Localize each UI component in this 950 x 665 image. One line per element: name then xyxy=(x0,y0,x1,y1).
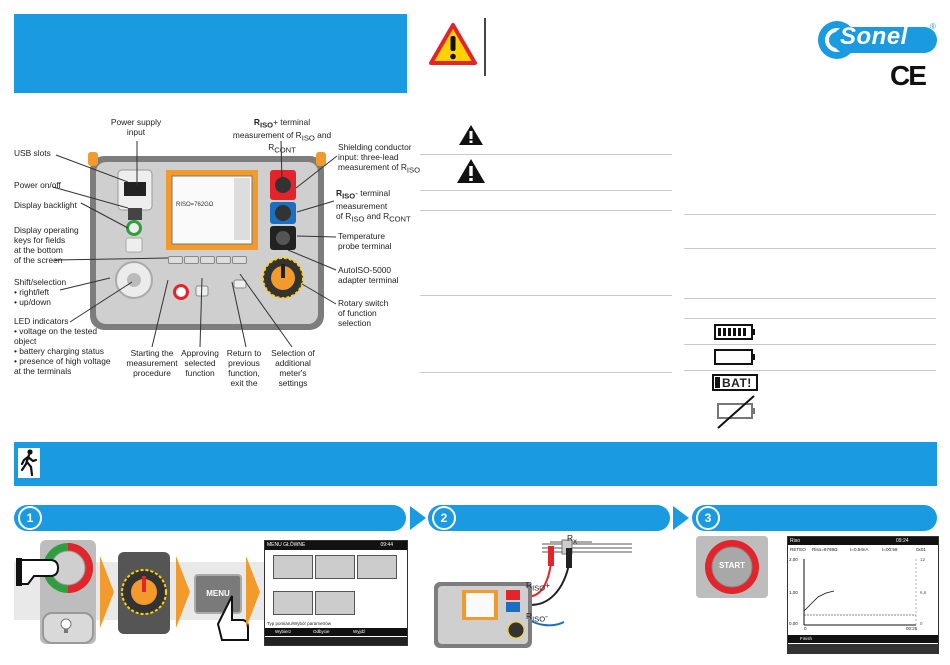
battery-full-icon xyxy=(714,324,755,340)
battery-empty-icon xyxy=(714,349,755,365)
soft-key[interactable] xyxy=(168,256,183,264)
graph-plot xyxy=(803,559,917,626)
meter-body xyxy=(88,152,326,330)
step-2-number: 2 xyxy=(432,506,456,530)
connection-diagram xyxy=(434,539,632,648)
step-1-header xyxy=(14,505,406,531)
divider xyxy=(684,318,936,319)
sonel-logo xyxy=(818,21,937,59)
pointing-hand-icon xyxy=(16,558,60,586)
step-arrow xyxy=(673,506,689,530)
menu-icon-insulation[interactable] xyxy=(273,555,313,579)
warning-icon xyxy=(429,23,477,65)
label-usb: USB slots xyxy=(14,148,51,158)
backlight-button[interactable] xyxy=(42,612,94,644)
menu-button-label: MENU xyxy=(206,589,230,598)
divider xyxy=(684,248,936,249)
lightbulb-icon xyxy=(60,618,72,633)
divider xyxy=(684,344,936,345)
label-riso-minus: RISO- terminal measurement of RISO and R… xyxy=(336,188,411,224)
graph-titlebar: Riso 09:24 xyxy=(788,537,938,545)
menu-button[interactable]: MENU xyxy=(194,574,242,614)
divider xyxy=(420,372,672,373)
registered-mark: ® xyxy=(930,22,936,31)
label-power-onoff: Power on/off xyxy=(14,180,61,190)
divider xyxy=(420,190,672,191)
menu-icon-memory[interactable] xyxy=(357,555,397,579)
main-menu-screen: MENU GŁÓWNE 09:44 Typ pomiaru/Wybór para… xyxy=(264,540,408,646)
step-2-header xyxy=(428,505,670,531)
divider xyxy=(684,298,936,299)
menu-icon-transfer[interactable] xyxy=(273,591,313,615)
riso-minus-label: RISO- xyxy=(526,611,548,624)
step-3-header xyxy=(692,505,937,531)
title-banner xyxy=(14,14,407,93)
meter-screen-value: RISO=762GΩ xyxy=(176,202,214,208)
power-button[interactable] xyxy=(40,540,96,596)
sonel-logo-text: Sonel xyxy=(840,23,908,50)
riso-plus-label: RISO+ xyxy=(526,580,551,593)
step-3-number: 3 xyxy=(696,506,720,530)
soft-key[interactable] xyxy=(232,256,247,264)
menu-screen-titlebar: MENU GŁÓWNE 09:44 xyxy=(265,541,407,550)
divider xyxy=(420,295,672,296)
label-riso-plus: RISO+ terminal measurement of RISO and R… xyxy=(232,117,332,156)
menu-icon-continuity[interactable] xyxy=(315,555,355,579)
divider xyxy=(420,210,672,211)
battery-low-icon: BAT! xyxy=(712,374,758,391)
step-1-number: 1 xyxy=(18,506,42,530)
label-led: LED indicators• voltage on the tested ob… xyxy=(14,316,111,376)
divider xyxy=(684,370,936,371)
graph-right-tick: 6,6 xyxy=(920,590,927,595)
step-arrow xyxy=(410,506,426,530)
graph-y-tick: 0,00 xyxy=(789,621,798,626)
graph-right-tick: 12 xyxy=(920,557,926,562)
graph-readings: RETEO Riso=8769Ω I=0.54nA t=00:59 0x01 xyxy=(790,547,926,552)
start-button[interactable] xyxy=(698,537,766,597)
divider xyxy=(684,214,936,215)
start-button-label: START xyxy=(718,561,746,570)
soft-key[interactable] xyxy=(200,256,215,264)
step-chevron xyxy=(100,556,114,628)
walking-person-icon xyxy=(18,448,40,478)
graph-x-start: 0 xyxy=(804,626,807,631)
quick-start-band xyxy=(14,442,937,486)
graph-x-end: 00:25 xyxy=(906,626,918,631)
divider xyxy=(420,154,672,155)
menu-screen-status: Typ pomiaru/Wybór parametrów xyxy=(267,621,331,626)
label-shift: Shift/selection• right/left• up/down xyxy=(14,277,67,307)
graph-y-tick: 1,00 xyxy=(789,590,798,595)
warning-divider xyxy=(484,18,486,76)
soft-key[interactable] xyxy=(216,256,231,264)
rotary-switch-illustration[interactable] xyxy=(116,550,172,636)
label-backlight: Display backlight xyxy=(14,200,77,210)
bat-warning-text: BAT! xyxy=(722,375,752,390)
menu-screen-softkeys: Wybierz Odbycie Wyjdź xyxy=(265,628,407,636)
caution-icon xyxy=(459,125,483,145)
caution-icon xyxy=(457,159,485,183)
rx-label: Rx xyxy=(567,533,577,546)
graph-y-tick: 2,00 xyxy=(789,557,798,562)
graph-footer: Finish xyxy=(788,635,938,643)
battery-disabled-icon xyxy=(717,395,755,429)
menu-icon-settings[interactable] xyxy=(315,591,355,615)
meter-device: RISO=762GΩ xyxy=(88,150,326,336)
soft-key[interactable] xyxy=(184,256,199,264)
step-chevron xyxy=(246,556,260,628)
ce-mark: CE xyxy=(890,60,927,91)
graph-right-tick: 0 xyxy=(920,621,923,626)
measurement-graph-screen: Riso 09:24 RETEO Riso=8769Ω I=0.54nA t=0… xyxy=(787,536,939,654)
step-chevron xyxy=(176,556,190,628)
